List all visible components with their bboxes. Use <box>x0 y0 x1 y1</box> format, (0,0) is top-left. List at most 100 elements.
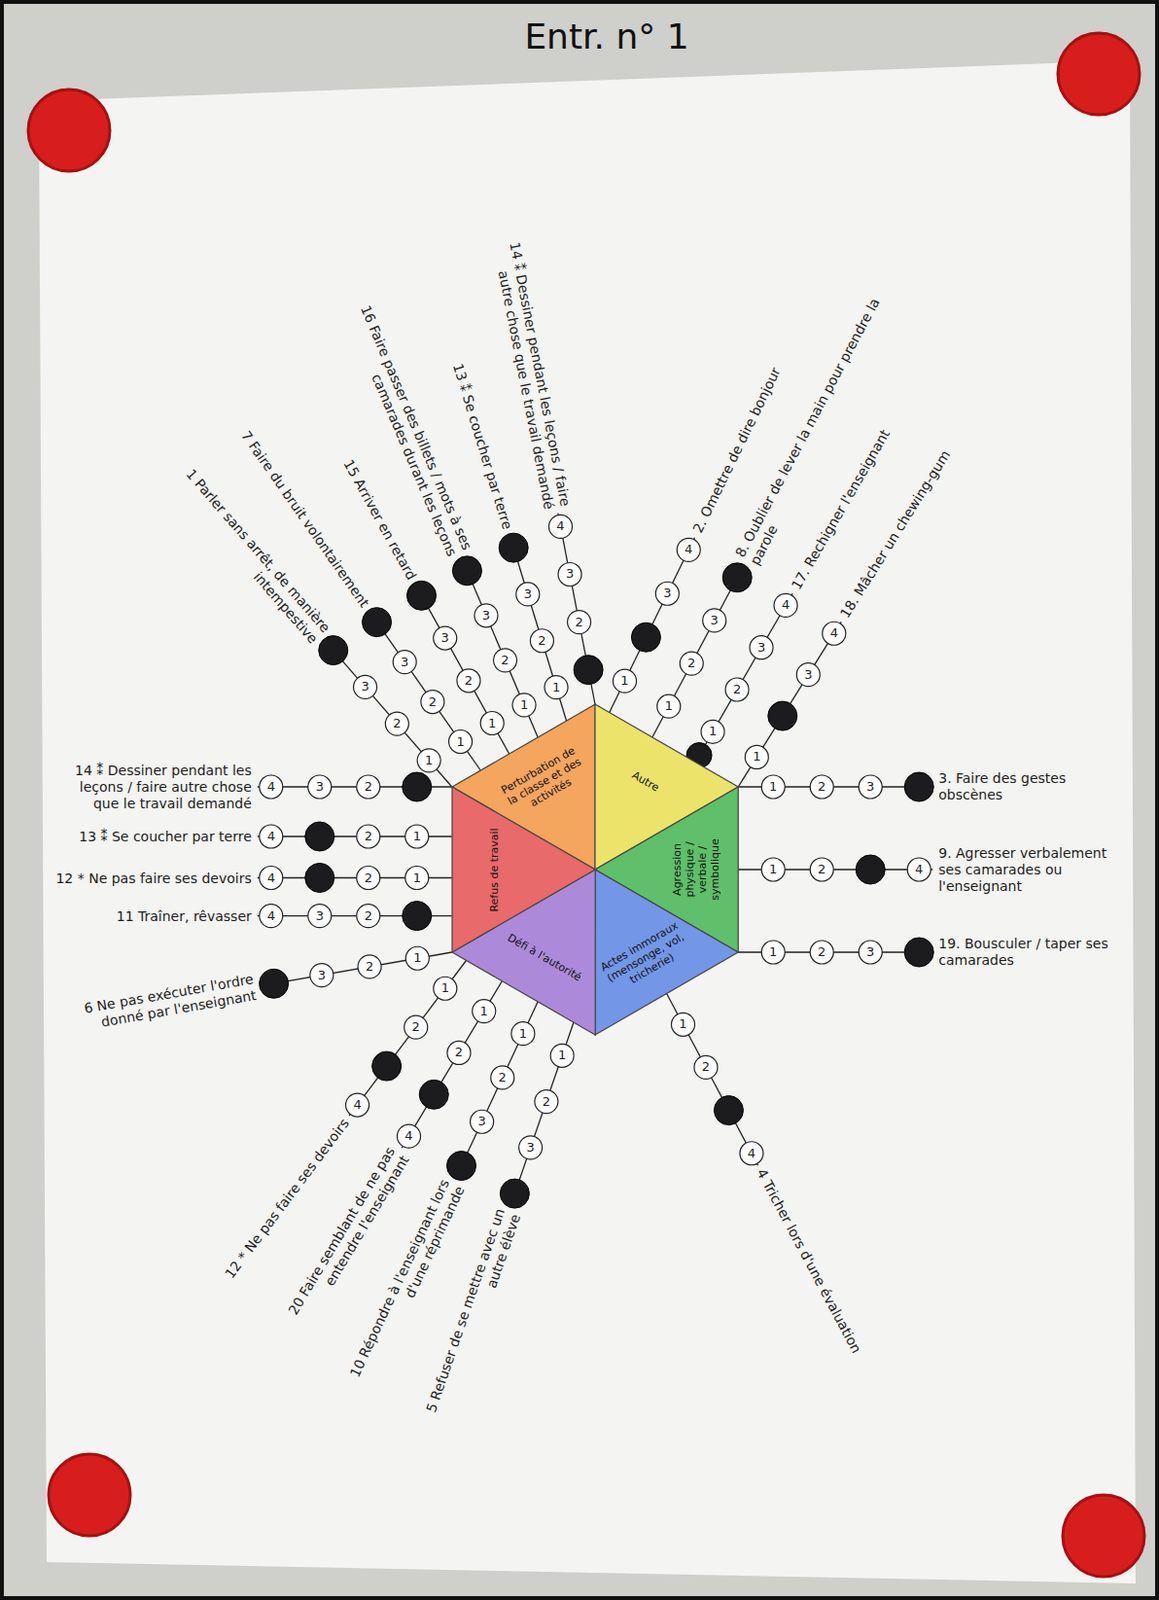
scale-number: 1 <box>671 1012 696 1036</box>
rating-token <box>498 532 528 562</box>
category-label: Refus de travail <box>488 822 501 916</box>
scale-circle <box>397 1123 422 1148</box>
scale-number: 3 <box>353 674 378 699</box>
scale-circle <box>356 774 381 799</box>
scale-number: 1 <box>405 946 429 970</box>
spoke-line <box>609 537 696 713</box>
scale-number: 3 <box>558 561 582 586</box>
scale-circle <box>259 866 283 890</box>
scale-circle <box>472 999 496 1023</box>
spoke-line <box>652 564 744 738</box>
title: Entr. n° 1 <box>460 15 753 59</box>
scale-number: 1 <box>761 774 785 799</box>
scale-number: 4 <box>346 1092 370 1117</box>
scale-number: 3 <box>474 603 498 628</box>
scale-number: 2 <box>421 690 445 714</box>
scale-circle <box>761 857 785 881</box>
scale-circle <box>259 824 283 848</box>
triangle-shape <box>452 786 596 952</box>
scale-circle <box>725 677 749 702</box>
spoke-line <box>415 583 510 754</box>
scale-number: 4 <box>259 774 283 799</box>
scale-number: 4 <box>739 1141 764 1165</box>
scale-circle <box>549 514 573 538</box>
scale-circle <box>392 650 417 674</box>
scale-circle <box>676 537 701 562</box>
scale-number: 2 <box>447 1040 471 1064</box>
rating-token <box>259 968 289 998</box>
scale-number: 4 <box>549 514 573 538</box>
scale-number: 2 <box>356 904 381 928</box>
behavior-label: 16 Faire passer des billets / mots à ses… <box>330 278 476 560</box>
scale-number: 2 <box>356 866 381 890</box>
scale-circle <box>773 593 798 617</box>
rating-token <box>722 562 752 593</box>
scale-circle <box>534 1089 559 1114</box>
scale-number: 1 <box>480 711 504 736</box>
scale-number: 2 <box>725 677 749 702</box>
magnet <box>1062 1494 1145 1577</box>
scale-number: 2 <box>456 668 481 693</box>
scale-circle <box>310 963 334 987</box>
behavior-label: 14 ⁑ Dessiner pendant les leçons / faire… <box>485 217 574 511</box>
scale-circle <box>679 651 703 675</box>
scale-circle <box>809 940 834 964</box>
rating-token <box>768 701 798 731</box>
spoke-line <box>667 993 759 1166</box>
scale-circle <box>433 626 457 650</box>
scale-circle <box>385 711 409 736</box>
scale-number: 4 <box>822 621 846 645</box>
scale-number: 1 <box>744 744 769 769</box>
scale-number: 3 <box>308 774 332 799</box>
scale-circle <box>655 581 679 605</box>
rating-token <box>362 607 392 637</box>
behavior-label: 14 ⁑ Dessiner pendant les leçons / faire… <box>52 762 252 812</box>
scale-circle <box>657 694 681 718</box>
scale-circle <box>702 608 727 633</box>
scale-circle <box>308 904 332 928</box>
scale-number: 4 <box>397 1123 422 1148</box>
scale-circle <box>447 1040 471 1064</box>
magnet <box>1057 33 1140 115</box>
category-text: Agression physique / verbale / symboliqu… <box>670 822 722 916</box>
scale-circle <box>529 629 554 653</box>
rating-token <box>631 622 661 652</box>
scale-circle <box>308 774 332 799</box>
scale-circle <box>491 1065 515 1089</box>
scale-circle <box>405 824 429 848</box>
rating-token <box>447 1151 477 1181</box>
rating-token <box>452 556 482 586</box>
scale-circle <box>858 774 882 799</box>
scale-number: 1 <box>449 730 473 754</box>
behavior-label: 11 Traîner, rêvasser <box>52 907 252 924</box>
scale-circle <box>701 719 725 743</box>
behavior-label: 18. Mâcher un chewing-gum <box>837 364 1006 621</box>
spoke-line <box>401 981 502 1148</box>
rating-token <box>402 901 432 931</box>
scale-circle <box>404 1015 428 1039</box>
scale-number: 1 <box>417 748 441 773</box>
scale-circle <box>567 610 592 634</box>
spoke-line <box>510 1021 574 1206</box>
scale-number: 3 <box>796 663 820 687</box>
scale-number: 4 <box>259 824 283 848</box>
rating-token <box>406 580 436 610</box>
rating-token <box>713 1095 743 1125</box>
scale-circle <box>259 774 283 799</box>
scale-circle <box>858 940 882 964</box>
scale-circle <box>405 866 429 890</box>
scale-number: 2 <box>809 857 834 881</box>
scale-number: 3 <box>433 626 457 650</box>
scale-circle <box>357 954 382 979</box>
spoke-line <box>324 639 453 787</box>
scale-circle <box>694 1054 718 1079</box>
scale-circle <box>356 904 381 928</box>
behavior-label: 4 Tricher lors d'une évaluation <box>753 1165 887 1398</box>
scale-number: 1 <box>511 1021 535 1046</box>
scale-circle <box>671 1012 696 1036</box>
scale-number: 4 <box>907 857 931 881</box>
scale-circle <box>613 668 637 693</box>
triangle-fill <box>595 869 738 1035</box>
behavior-label: 9. Agresser verbalement ses camarades ou… <box>938 844 1133 895</box>
